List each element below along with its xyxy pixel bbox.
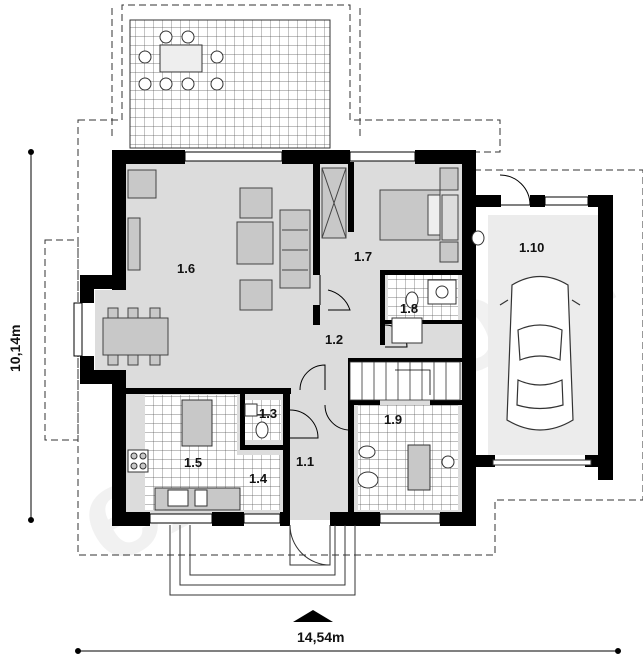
room-label-1-5: 1.5 <box>184 455 202 470</box>
exterior-walls <box>80 150 613 526</box>
room-label-1-8: 1.8 <box>400 301 418 316</box>
room-label-1-6: 1.6 <box>177 261 195 276</box>
room-label-1-3: 1.3 <box>259 406 277 421</box>
room-label-1-2: 1.2 <box>325 332 343 347</box>
terrace-table-set <box>138 30 224 91</box>
windows <box>73 151 589 524</box>
dimension-lines <box>28 149 621 654</box>
kitchen-fixtures <box>127 399 431 511</box>
bathroom-fixtures <box>244 230 485 489</box>
car <box>499 275 581 431</box>
width-dimension: 14,54m <box>297 629 344 645</box>
height-dimension: 10,14m <box>7 325 23 372</box>
room-label-1-4: 1.4 <box>249 471 268 486</box>
room-label-1-7: 1.7 <box>354 249 372 264</box>
room-label-1-10: 1.10 <box>519 240 544 255</box>
entrance-arrow-icon <box>293 610 333 622</box>
bedroom-furniture <box>321 167 459 263</box>
entrance-steps <box>169 524 356 596</box>
garage-door <box>492 459 592 466</box>
living-furniture <box>102 169 311 366</box>
staircase <box>349 361 461 401</box>
room-label-1-9: 1.9 <box>384 412 402 427</box>
room-label-1-1: 1.1 <box>296 454 314 469</box>
